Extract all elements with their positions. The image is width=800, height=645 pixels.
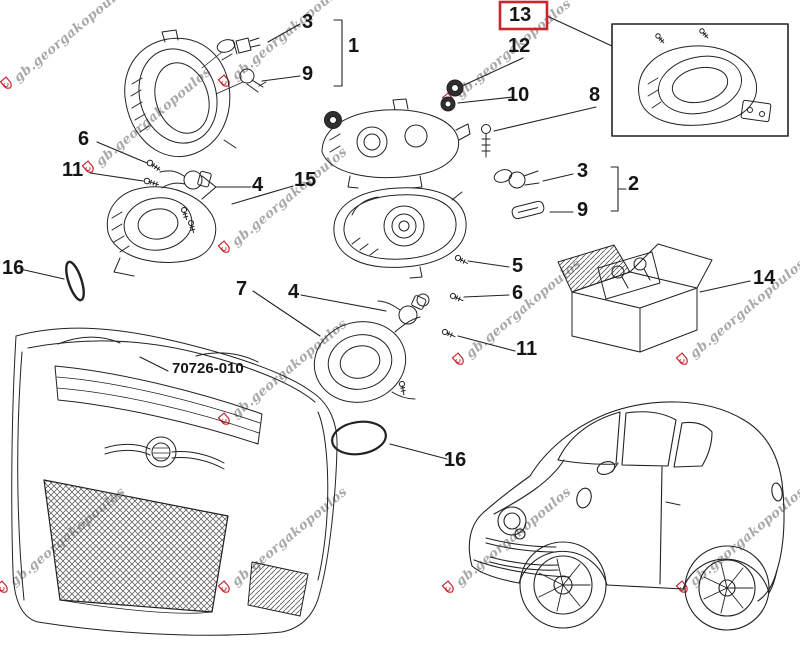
fog-lamp-illustration bbox=[313, 293, 430, 403]
screw-icon bbox=[449, 292, 464, 302]
callout-14[interactable]: 14 bbox=[753, 267, 776, 289]
grommet-icon bbox=[446, 79, 464, 97]
screw-icon bbox=[188, 220, 196, 234]
watermark: gb.georgakopoulos bbox=[450, 256, 585, 372]
callout-11-left[interactable]: 11 bbox=[62, 159, 84, 181]
watermark: gb.georgakopoulos bbox=[440, 484, 575, 600]
callout-1[interactable]: 1 bbox=[348, 35, 360, 57]
watermark: gb.georgakopoulos bbox=[216, 0, 351, 94]
callout-6-mid[interactable]: 6 bbox=[512, 282, 524, 304]
brand-logo-icon bbox=[216, 411, 236, 432]
callout-3-right[interactable]: 3 bbox=[577, 160, 589, 182]
callout-8[interactable]: 8 bbox=[589, 84, 601, 106]
bulb-illustration-right-2 bbox=[511, 200, 545, 220]
brand-logo-icon bbox=[0, 75, 18, 96]
screw-icon bbox=[143, 177, 159, 187]
callout-2[interactable]: 2 bbox=[628, 173, 640, 195]
callout-4-left[interactable]: 4 bbox=[252, 174, 264, 196]
watermark: gb.georgakopoulos bbox=[216, 316, 351, 432]
callout-4-mid[interactable]: 4 bbox=[288, 281, 300, 303]
headlight-assembly-left-illustration bbox=[124, 29, 244, 158]
watermark: gb.georgakopoulos bbox=[216, 144, 351, 260]
callout-3-top[interactable]: 3 bbox=[302, 11, 314, 33]
bolt-icon bbox=[481, 124, 491, 158]
screw-icon bbox=[454, 254, 469, 264]
bulb-socket-left-illustration bbox=[159, 170, 212, 190]
headlight-rear-shell-illustration bbox=[321, 98, 471, 189]
screw-icon bbox=[441, 328, 456, 338]
bulb-illustration-top bbox=[216, 37, 261, 55]
brand-logo-icon bbox=[0, 579, 14, 600]
callout-10[interactable]: 10 bbox=[507, 84, 530, 106]
grommet-icon bbox=[440, 96, 456, 112]
brand-logo-icon bbox=[80, 159, 100, 180]
rubber-cap-icon bbox=[324, 111, 342, 129]
callout-12[interactable]: 12 bbox=[508, 35, 531, 57]
callout-9-top[interactable]: 9 bbox=[302, 63, 314, 85]
callout-9-right[interactable]: 9 bbox=[577, 199, 589, 221]
part-number-label: 70726-010 bbox=[172, 360, 244, 377]
detail-box-illustration bbox=[611, 23, 789, 137]
headlight-housing-left-illustration bbox=[106, 186, 217, 277]
headlight-front-illustration bbox=[333, 187, 467, 279]
brand-logo-icon bbox=[674, 351, 694, 372]
watermark: gb.georgakopoulos bbox=[0, 0, 133, 96]
watermark: gb.georgakopoulos bbox=[0, 484, 129, 600]
brand-logo-icon bbox=[440, 579, 460, 600]
screw-icon bbox=[146, 159, 161, 171]
callout-6-left[interactable]: 6 bbox=[78, 128, 90, 150]
gasket-oval-left-illustration bbox=[65, 260, 85, 302]
gasket-ring-illustration bbox=[331, 420, 387, 456]
callout-5[interactable]: 5 bbox=[512, 255, 524, 277]
callout-16-mid[interactable]: 16 bbox=[444, 449, 467, 471]
bulb-kit-box-illustration bbox=[557, 243, 713, 353]
watermark: gb.georgakopoulos bbox=[674, 256, 800, 372]
screw-icon bbox=[398, 380, 406, 396]
watermark: gb.georgakopoulos bbox=[80, 64, 215, 180]
brand-logo-icon bbox=[216, 579, 236, 600]
brand-logo-icon bbox=[450, 351, 470, 372]
callout-13[interactable]: 13 bbox=[509, 4, 532, 26]
highlight-box bbox=[498, 0, 549, 31]
callout-7[interactable]: 7 bbox=[236, 278, 248, 300]
callout-15[interactable]: 15 bbox=[294, 169, 317, 191]
callout-11-right[interactable]: 11 bbox=[516, 338, 538, 360]
car-illustration bbox=[468, 401, 785, 631]
brand-logo-icon bbox=[216, 73, 236, 94]
brand-logo-icon bbox=[216, 239, 236, 260]
front-bumper-illustration bbox=[11, 327, 338, 636]
bulb-illustration-right bbox=[493, 169, 540, 189]
watermark: gb.georgakopoulos bbox=[216, 484, 351, 600]
leader-lines bbox=[19, 15, 751, 460]
callout-16-left[interactable]: 16 bbox=[2, 257, 25, 279]
screw-icon bbox=[181, 207, 189, 221]
bulb-illustration-top-2 bbox=[239, 68, 267, 93]
